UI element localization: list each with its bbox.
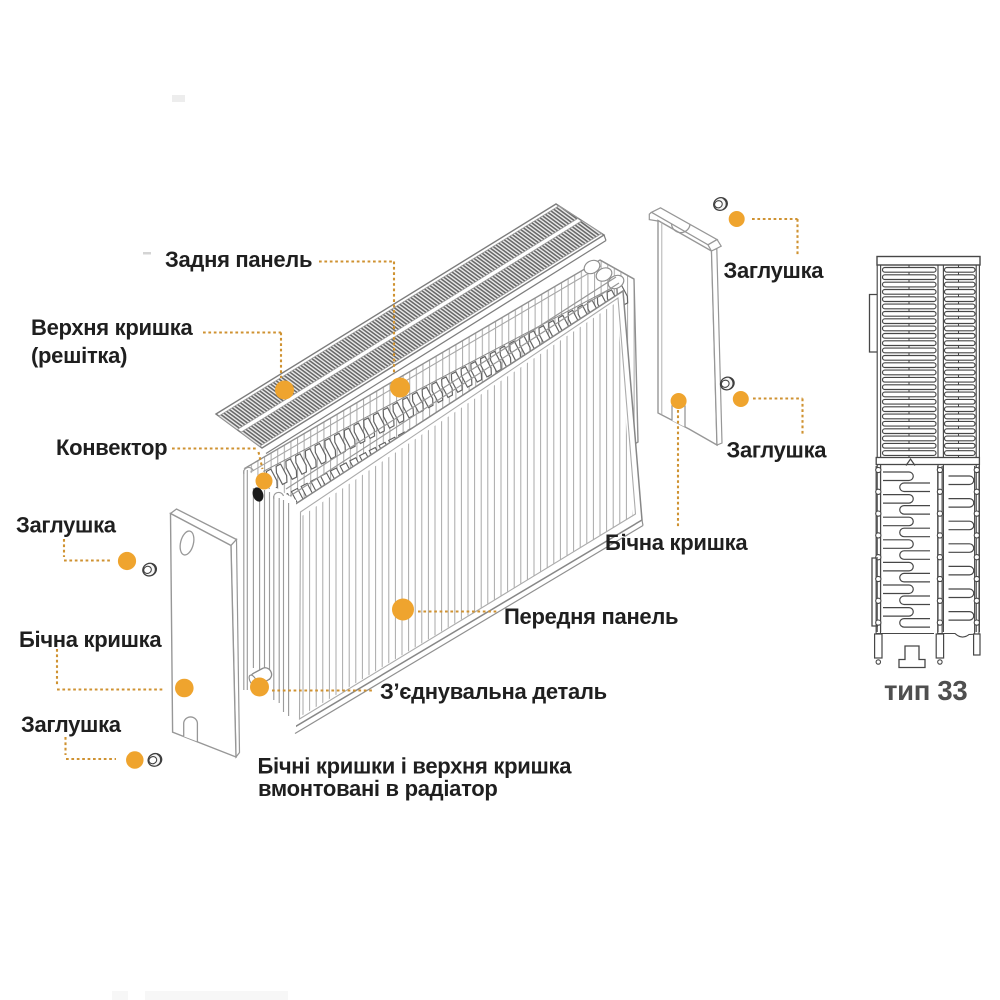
svg-text:тип 33: тип 33	[884, 675, 967, 706]
svg-text:вмонтовані в радіатор: вмонтовані в радіатор	[258, 776, 498, 801]
svg-text:Заглушка: Заглушка	[16, 513, 117, 538]
svg-text:Верхня кришка: Верхня кришка	[31, 315, 193, 340]
svg-text:Задня панель: Задня панель	[165, 247, 312, 272]
svg-text:З’єднувальна деталь: З’єднувальна деталь	[380, 679, 607, 704]
svg-text:Заглушка: Заглушка	[21, 712, 122, 737]
svg-text:Заглушка: Заглушка	[727, 438, 828, 463]
svg-text:Бічна кришка: Бічна кришка	[19, 627, 162, 652]
svg-text:Конвектор: Конвектор	[56, 435, 167, 460]
svg-text:Заглушка: Заглушка	[724, 258, 825, 283]
svg-text:Бічна кришка: Бічна кришка	[605, 530, 748, 555]
svg-text:Бічні кришки і верхня кришка: Бічні кришки і верхня кришка	[258, 754, 573, 779]
svg-text:(решітка): (решітка)	[31, 343, 127, 368]
svg-text:Передня панель: Передня панель	[504, 604, 678, 629]
